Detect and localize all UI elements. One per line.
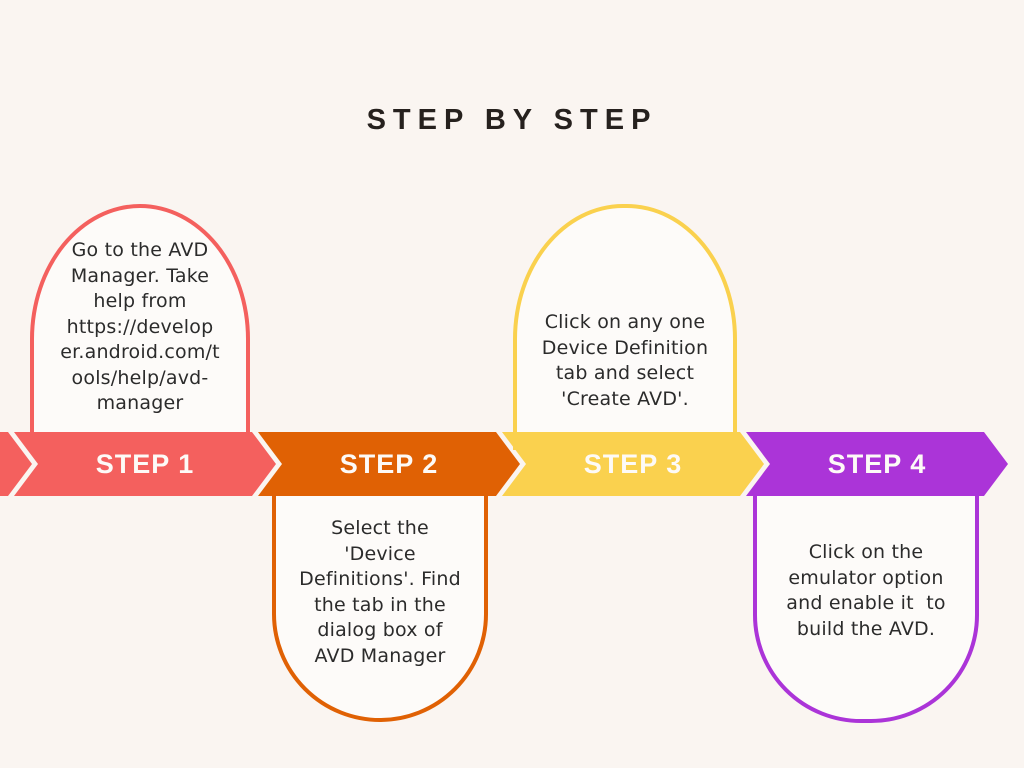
chevron-edge-fragment-shape — [0, 432, 32, 496]
step-4-description: Click on the emulator option and enable … — [786, 541, 946, 640]
step-1-label: STEP 1 — [95, 448, 195, 479]
step-2-banner: STEP 2 — [258, 432, 520, 496]
step-3-chevron-shape — [502, 432, 764, 496]
chevron-icon — [14, 432, 276, 496]
step-4-bubble: Click on the emulator option and enable … — [753, 478, 979, 723]
step-2-label: STEP 2 — [339, 448, 439, 479]
step-3-banner: STEP 3 — [502, 432, 764, 496]
page-title: STEP BY STEP — [366, 104, 658, 136]
chevron-icon — [746, 432, 1008, 496]
step-1-banner: STEP 1 — [14, 432, 276, 496]
step-1-description: Go to the AVD Manager. Take help from ht… — [60, 239, 220, 414]
chevron-icon — [502, 432, 764, 496]
step-1-bubble: Go to the AVD Manager. Take help from ht… — [30, 204, 250, 450]
chevron-edge-fragment-icon — [0, 432, 32, 496]
step-3-description: Click on any one Device Definition tab a… — [541, 311, 709, 410]
step-2-chevron-shape — [258, 432, 520, 496]
step-4-chevron-shape — [746, 432, 1008, 496]
step-4-label: STEP 4 — [827, 448, 927, 479]
step-1-chevron-shape — [14, 432, 276, 496]
step-4-banner: STEP 4 — [746, 432, 1008, 496]
step-2-bubble: Select the 'Device Definitions'. Find th… — [272, 478, 488, 722]
step-3-label: STEP 3 — [583, 448, 683, 479]
step-2-description: Select the 'Device Definitions'. Find th… — [299, 517, 461, 667]
step-3-bubble: Click on any one Device Definition tab a… — [513, 204, 737, 450]
chevron-icon — [258, 432, 520, 496]
